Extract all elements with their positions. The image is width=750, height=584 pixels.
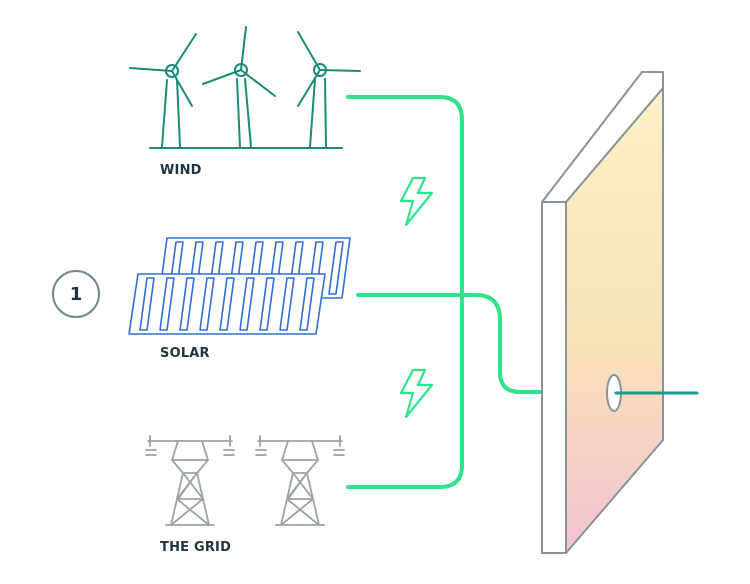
grid-label: THE GRID: [160, 540, 232, 555]
power-pylon-icon: [255, 435, 345, 526]
power-lines: [346, 95, 546, 489]
wind-turbine-icon: [202, 26, 276, 148]
power-pylon-icon: [145, 435, 235, 526]
step-number-badge: 1: [52, 270, 100, 318]
lightning-bolt-icon: [399, 176, 434, 227]
wall: [541, 71, 664, 554]
lightning-bolt-icon: [399, 368, 434, 419]
solar-power-line: [356, 293, 546, 394]
wind-label: WIND: [160, 163, 202, 178]
wall-outlet-icon: [606, 374, 699, 412]
wind-turbine-icon: [297, 31, 361, 148]
wind-turbines: [129, 26, 361, 149]
solar-label: SOLAR: [160, 346, 210, 361]
solar-panel-icon: [128, 237, 351, 335]
lightning-bolts: [399, 176, 434, 419]
wind-turbine-icon: [129, 33, 197, 148]
wind-power-line: [346, 95, 464, 489]
wall-edge: [541, 201, 567, 554]
power-pylons: [145, 435, 345, 526]
